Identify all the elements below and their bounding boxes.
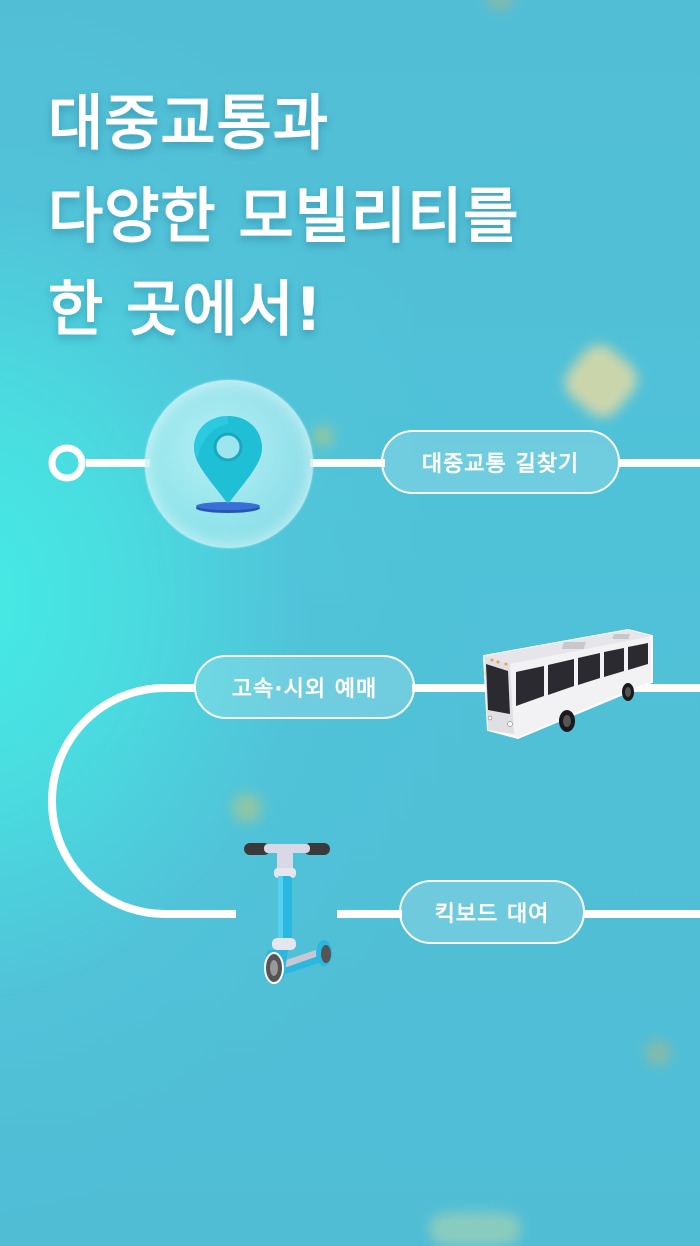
decorative-blur-shape <box>232 793 262 823</box>
feature-label: 대중교통 길찾기 <box>421 452 580 477</box>
feature-bus-ticket-button[interactable]: 고속·시외 예매 <box>194 655 415 719</box>
feature-label: 킥보드 대여 <box>434 902 550 927</box>
bus-icon <box>482 628 653 740</box>
decorative-blur-shape <box>312 425 334 447</box>
decorative-blur-shape <box>645 1040 671 1066</box>
headline-line-1: 대중교통과 <box>48 89 329 159</box>
feature-label: 고속·시외 예매 <box>231 677 378 702</box>
feature-kickboard-rental-button[interactable]: 킥보드 대여 <box>399 880 585 944</box>
feature-transit-directions-button[interactable]: 대중교통 길찾기 <box>381 430 620 494</box>
kickboard-scooter-icon <box>244 843 332 984</box>
route-start-node <box>48 444 86 482</box>
decorative-blur-shape <box>485 0 515 10</box>
page-headline: 대중교통과 다양한 모빌리티를 한 곳에서! <box>48 78 520 357</box>
headline-line-2: 다양한 모빌리티를 <box>48 182 520 252</box>
decorative-blur-shape <box>430 1212 520 1246</box>
headline-line-3: 한 곳에서! <box>48 275 324 345</box>
map-pin-icon <box>194 416 262 513</box>
